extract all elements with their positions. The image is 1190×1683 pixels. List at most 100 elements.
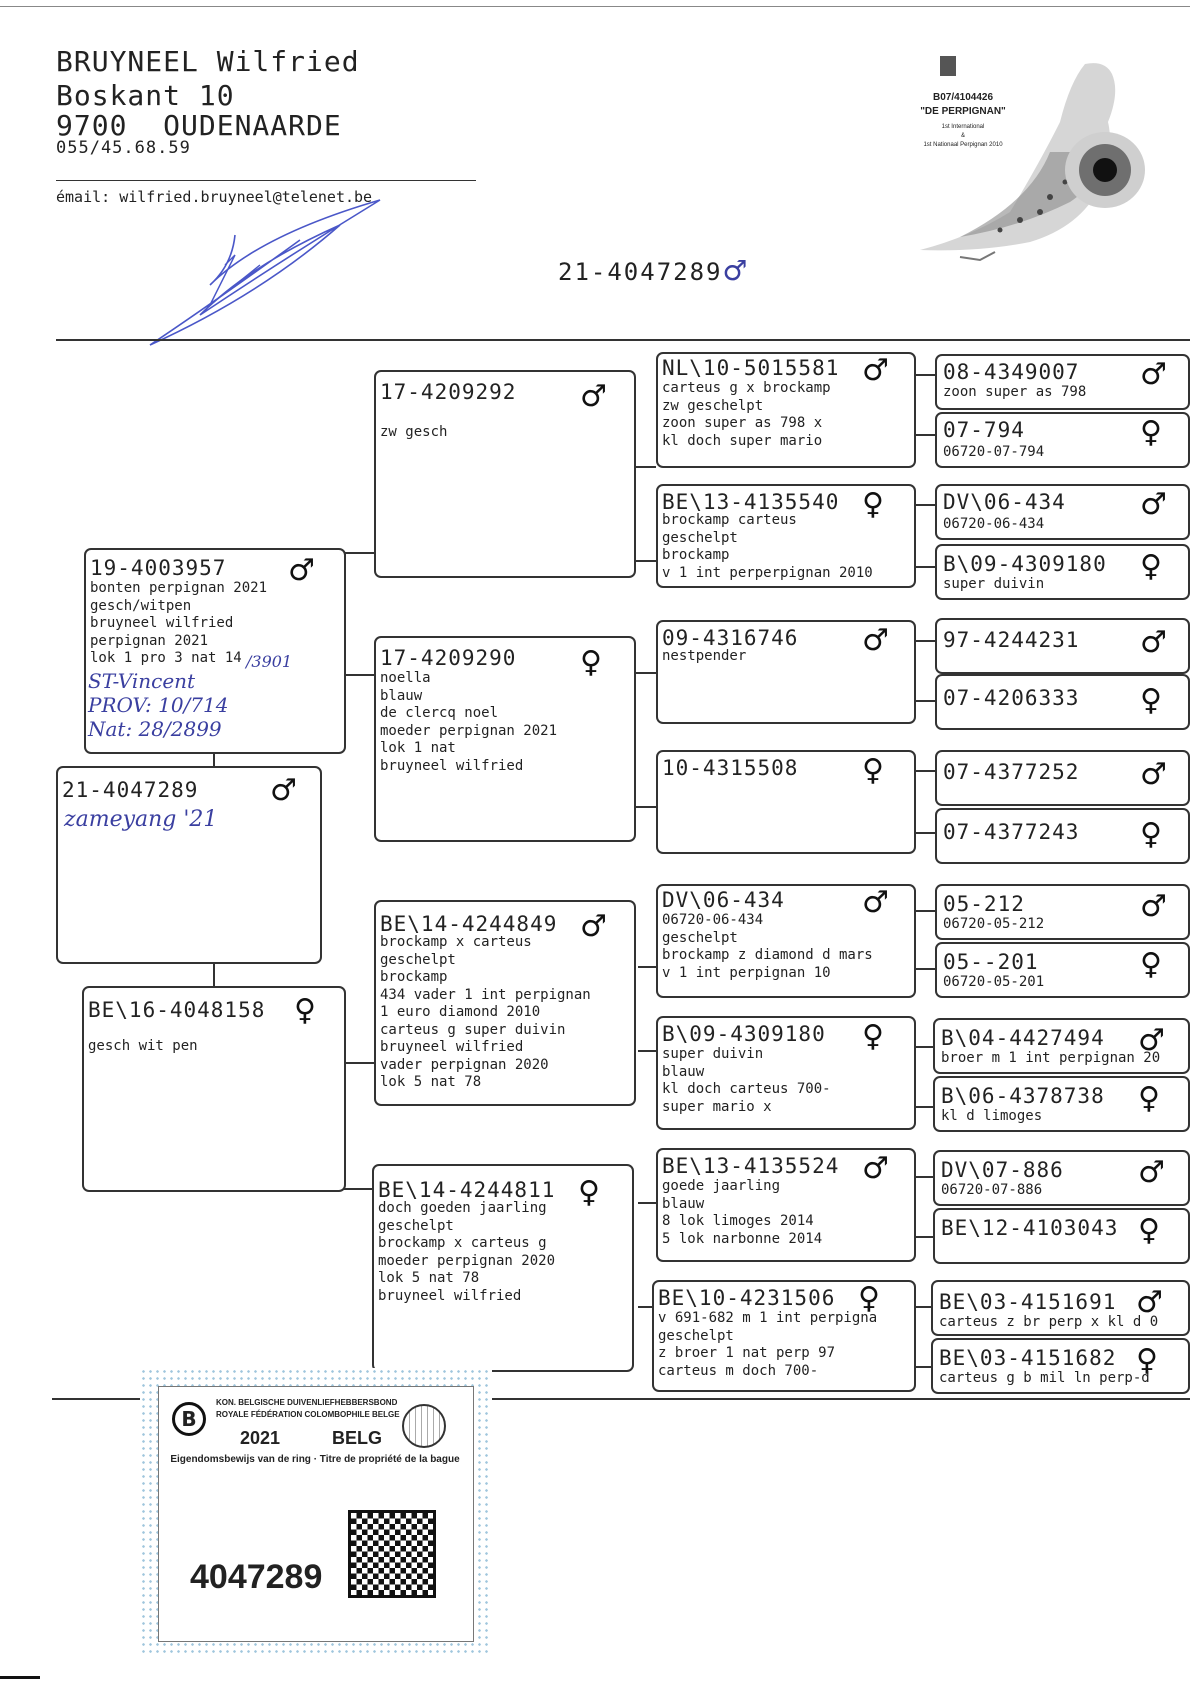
female-icon: ♀ bbox=[578, 1175, 600, 1210]
male-icon: ♂ bbox=[1140, 357, 1167, 392]
dam-ring: BE\16-4048158 bbox=[88, 998, 266, 1022]
connector bbox=[913, 1366, 935, 1368]
connector bbox=[913, 1176, 935, 1178]
male-icon: ♂ bbox=[1140, 889, 1167, 924]
g4-box-11: B\06-4378738 ♀ kl d limoges bbox=[933, 1076, 1190, 1132]
g4-ring: B\04-4427494 bbox=[941, 1026, 1105, 1050]
g4-info: kl d limoges bbox=[941, 1108, 1043, 1124]
dd-ring: BE\14-4244811 bbox=[378, 1178, 556, 1202]
connector bbox=[913, 1106, 935, 1108]
g4-box-8: 05-212 ♂ 06720-05-212 bbox=[935, 884, 1190, 940]
g4-info: super duivin bbox=[943, 576, 1045, 592]
g4-box-5: 07-4206333 ♀ bbox=[935, 674, 1190, 730]
g4-info: 06720-07-886 bbox=[941, 1182, 1043, 1198]
female-icon: ♀ bbox=[1138, 1213, 1160, 1248]
cert-country: BELG bbox=[332, 1428, 383, 1448]
dd-box: BE\14-4244811 ♀ doch goeden jaarling ges… bbox=[372, 1164, 634, 1372]
female-icon: ♀ bbox=[1136, 1343, 1158, 1378]
g3-ring: 10-4315508 bbox=[662, 756, 799, 780]
g4-ring: B\09-4309180 bbox=[943, 552, 1107, 576]
g4-ring: BE\12-4103043 bbox=[941, 1216, 1119, 1240]
g4-ring: 08-4349007 bbox=[943, 360, 1080, 384]
connector bbox=[913, 700, 935, 702]
connector bbox=[913, 968, 935, 970]
connector bbox=[636, 560, 656, 562]
female-icon: ♀ bbox=[1140, 817, 1162, 852]
title-ring: 21-4047289♂ bbox=[558, 254, 750, 287]
g3-ring: B\09-4309180 bbox=[662, 1022, 826, 1046]
connector bbox=[322, 1188, 374, 1190]
sd-ring: 17-4209290 bbox=[380, 646, 517, 670]
connector bbox=[213, 752, 215, 766]
female-icon: ♀ bbox=[1140, 549, 1162, 584]
subject-ring: 21-4047289 bbox=[62, 778, 199, 802]
sire-ring: 19-4003957 bbox=[90, 556, 227, 580]
g3-ring: DV\06-434 bbox=[662, 888, 785, 912]
g4-ring: 07-4377243 bbox=[943, 820, 1080, 844]
connector bbox=[638, 1202, 656, 1204]
sire-hand3: Nat: 28/2899 bbox=[88, 717, 222, 741]
g4-ring: 05-212 bbox=[943, 892, 1025, 916]
owner-name: BRUYNEEL Wilfried bbox=[56, 45, 360, 78]
ss-info: zw gesch bbox=[380, 424, 448, 440]
g4-box-1: 07-794 ♀ 06720-07-794 bbox=[935, 412, 1190, 468]
owner-email: émail: wilfried.bruyneel@telenet.be bbox=[56, 188, 373, 206]
g4-info: broer m 1 int perpignan 20 bbox=[941, 1050, 1161, 1066]
connector bbox=[913, 566, 935, 568]
globe-icon bbox=[402, 1404, 446, 1448]
top-rule bbox=[0, 6, 1190, 7]
g3-info: carteus g x brockamp zw geschelpt zoon s… bbox=[662, 380, 831, 449]
subject-note: zameyang '21 bbox=[64, 807, 218, 832]
g4-ring: DV\07-886 bbox=[941, 1158, 1064, 1182]
connector bbox=[913, 1236, 935, 1238]
qr-code bbox=[348, 1510, 436, 1598]
male-icon: ♂ bbox=[1136, 1285, 1163, 1320]
logo-line3: 1st Nationaal Perpignan 2010 bbox=[923, 142, 1003, 148]
g3-info: nestpender bbox=[662, 648, 747, 664]
g4-info: zoon super as 798 bbox=[943, 384, 1087, 400]
sd-info: noella blauw de clercq noel moeder perpi… bbox=[380, 670, 558, 774]
g3-ring: BE\13-4135540 bbox=[662, 490, 840, 514]
male-icon: ♂ bbox=[580, 909, 607, 944]
g4-info: 06720-05-212 bbox=[943, 916, 1045, 932]
male-icon: ♂ bbox=[1138, 1155, 1165, 1190]
g3-ring: BE\10-4231506 bbox=[658, 1286, 836, 1310]
female-icon: ♀ bbox=[858, 1281, 880, 1316]
g4-ring: BE\03-4151691 bbox=[939, 1290, 1117, 1314]
g4-box-4: 97-4244231 ♂ bbox=[935, 618, 1190, 674]
male-icon: ♂ bbox=[1140, 625, 1167, 660]
sire-box: 19-4003957 ♂ bonten perpignan 2021 gesch… bbox=[84, 548, 346, 754]
g4-box-14: BE\03-4151691 ♂ carteus z br perp x kl d… bbox=[931, 1280, 1190, 1336]
female-icon: ♀ bbox=[1138, 1081, 1160, 1116]
g4-ring: 05--201 bbox=[943, 950, 1039, 974]
g4-box-7: 07-4377243 ♀ bbox=[935, 808, 1190, 864]
ds-info: brockamp x carteus geschelpt brockamp 43… bbox=[380, 934, 591, 1090]
g3-box-7: BE\10-4231506 ♀ v 691-682 m 1 int perpig… bbox=[652, 1280, 916, 1392]
male-icon: ♂ bbox=[270, 773, 297, 808]
g3-box-6: BE\13-4135524 ♂ goede jaarling blauw 8 l… bbox=[656, 1148, 916, 1262]
g3-ring: BE\13-4135524 bbox=[662, 1154, 840, 1178]
g4-box-12: DV\07-886 ♂ 06720-07-886 bbox=[933, 1150, 1190, 1206]
cert-org2: ROYALE FÉDÉRATION COLOMBOPHILE BELGE bbox=[216, 1410, 400, 1419]
g4-info: 06720-05-201 bbox=[943, 974, 1045, 990]
sd-box: 17-4209290 ♀ noella blauw de clercq noel… bbox=[374, 636, 636, 842]
connector bbox=[913, 832, 935, 834]
connector bbox=[913, 910, 935, 912]
header-rule bbox=[56, 180, 476, 181]
title-ring-number: 21-4047289 bbox=[558, 258, 723, 286]
female-icon: ♀ bbox=[862, 487, 884, 522]
dam-box: BE\16-4048158 ♀ gesch wit pen bbox=[82, 986, 346, 1192]
male-icon: ♂ bbox=[862, 885, 889, 920]
connector bbox=[638, 966, 656, 968]
g3-info: 06720-06-434 geschelpt brockamp z diamon… bbox=[662, 912, 873, 981]
connector bbox=[913, 640, 935, 642]
g4-box-2: DV\06-434 ♂ 06720-06-434 bbox=[935, 484, 1190, 540]
ds-ring: BE\14-4244849 bbox=[380, 912, 558, 936]
connector bbox=[636, 806, 656, 808]
g3-box-4: DV\06-434 ♂ 06720-06-434 geschelpt brock… bbox=[656, 884, 916, 998]
title-male-icon: ♂ bbox=[722, 254, 750, 287]
g3-ring: 09-4316746 bbox=[662, 626, 799, 650]
signature bbox=[149, 199, 381, 346]
male-icon: ♂ bbox=[1138, 1023, 1165, 1058]
g4-box-9: 05--201 ♀ 06720-05-201 bbox=[935, 942, 1190, 998]
